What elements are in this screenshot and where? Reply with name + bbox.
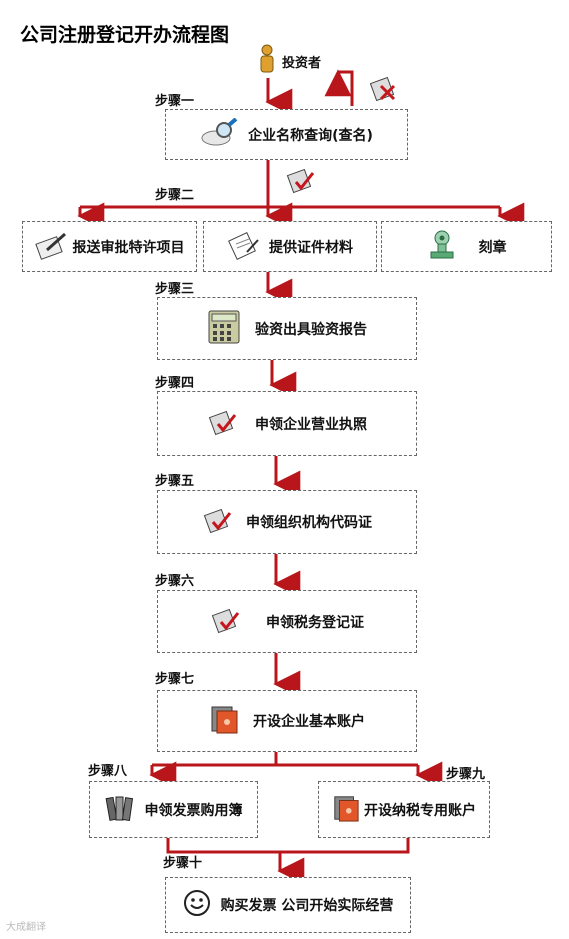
investor-label: 投资者	[282, 55, 322, 71]
check-icon	[207, 406, 239, 442]
step-10-label: 步骤十	[163, 856, 203, 871]
license-box: 申领企业营业执照	[157, 391, 417, 456]
documents-label: 提供证件材料	[269, 239, 353, 256]
permit-label: 报送审批特许项目	[72, 239, 185, 256]
step-3-label: 步骤三	[155, 282, 195, 297]
investor-node: 投资者	[258, 44, 321, 78]
calculator-icon	[207, 309, 241, 349]
bank-account-box: 开设企业基本账户	[157, 690, 417, 752]
page-title: 公司注册登记开办流程图	[20, 24, 230, 46]
magnifier-icon	[200, 116, 240, 152]
books-icon	[105, 793, 135, 827]
stamp-icon	[427, 229, 457, 265]
watermark: 大成翻译	[6, 922, 46, 933]
invoice-book-label: 申领发票购用簿	[144, 802, 243, 819]
tax-account-box: 开设纳税专用账户	[318, 781, 490, 838]
name-check-label: 企业名称查询(查名)	[248, 127, 373, 144]
bank-account-label: 开设企业基本账户	[253, 714, 365, 730]
pen-icon	[34, 230, 69, 264]
folder-icon	[209, 703, 239, 739]
folder-icon	[332, 792, 360, 828]
step-7-label: 步骤七	[155, 672, 195, 687]
step-2-label: 步骤二	[155, 188, 195, 203]
person-icon	[258, 44, 276, 78]
org-code-box: 申领组织机构代码证	[157, 490, 417, 554]
seal-label: 刻章	[478, 239, 507, 256]
smiley-icon	[183, 889, 211, 921]
license-label: 申领企业营业执照	[255, 416, 367, 433]
step-9-label: 步骤九	[446, 767, 486, 782]
reject-icon	[368, 72, 400, 108]
check-icon	[210, 604, 242, 640]
step-4-label: 步骤四	[155, 376, 195, 391]
step-5-label: 步骤五	[155, 474, 195, 489]
documents-box: 提供证件材料	[203, 221, 377, 272]
check-icon	[285, 164, 317, 200]
tax-reg-label: 申领税务登记证	[266, 614, 364, 631]
step-1-label: 步骤一	[155, 94, 195, 109]
permit-box: 报送审批特许项目	[22, 221, 197, 272]
capital-box: 验资出具验资报告	[157, 297, 417, 360]
document-icon	[227, 230, 261, 264]
final-box: 购买发票 公司开始实际经营	[165, 877, 411, 933]
check-icon	[202, 504, 234, 540]
org-code-label: 申领组织机构代码证	[246, 515, 372, 531]
invoice-book-box: 申领发票购用簿	[89, 781, 258, 838]
step-6-label: 步骤六	[155, 574, 195, 589]
capital-label: 验资出具验资报告	[255, 321, 367, 338]
name-check-box: 企业名称查询(查名)	[165, 109, 408, 160]
final-label: 购买发票 公司开始实际经营	[220, 898, 394, 914]
step-8-label: 步骤八	[88, 764, 128, 779]
tax-account-label: 开设纳税专用账户	[364, 802, 476, 819]
tax-reg-box: 申领税务登记证	[157, 590, 417, 653]
seal-box: 刻章	[381, 221, 552, 272]
